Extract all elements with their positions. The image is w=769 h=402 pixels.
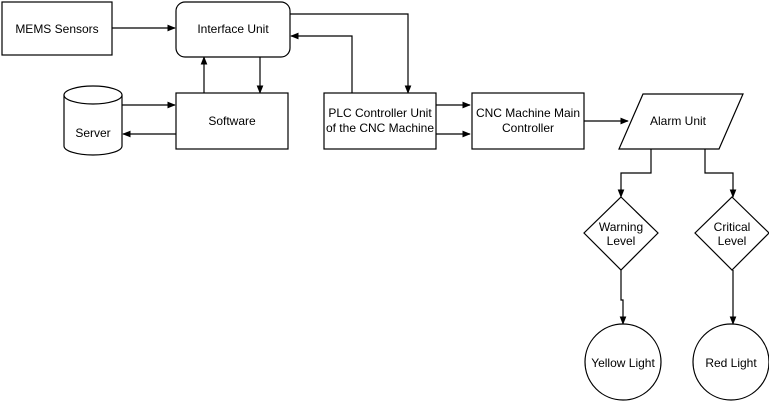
node-plc-controller: PLC Controller Unit of the CNC Machine [323,92,437,150]
edge-alarm-to-critical [704,149,737,198]
node-alarm-unit: Alarm Unit [618,93,744,150]
yellow-light-label: Yellow Light [591,356,655,370]
node-warning-level: Warning Level [583,196,659,271]
alarm-unit-label: Alarm Unit [650,114,707,128]
node-software: Software [175,92,289,150]
interface-unit-label: Interface Unit [197,22,269,36]
edge-interface-to-plc [290,13,412,94]
plc-label-line1: PLC Controller Unit [328,106,432,120]
edge-plc-to-interface [290,32,353,93]
critical-label-line2: Level [718,234,747,248]
server-label: Server [75,126,110,140]
node-yellow-light: Yellow Light [584,323,662,401]
cnc-label-line2: Controller [502,121,554,135]
node-cnc-main-controller: CNC Machine Main Controller [471,92,585,150]
red-light-label: Red Light [705,356,757,370]
plc-label-line2: of the CNC Machine [326,121,434,135]
critical-label-line1: Critical [714,220,751,234]
cnc-label-line1: CNC Machine Main [476,106,580,120]
node-critical-level: Critical Level [694,196,769,271]
software-label: Software [208,114,256,128]
edges [112,13,737,325]
warning-label-line2: Level [607,234,636,248]
mems-sensors-label: MEMS Sensors [15,22,98,36]
node-mems-sensors: MEMS Sensors [1,1,113,56]
edge-alarm-to-warning [617,149,652,198]
node-interface-unit: Interface Unit [175,1,291,58]
node-server: Server [63,85,123,156]
warning-label-line1: Warning [599,220,643,234]
node-red-light: Red Light [692,323,769,401]
edge-warning-to-yellow [619,270,627,325]
